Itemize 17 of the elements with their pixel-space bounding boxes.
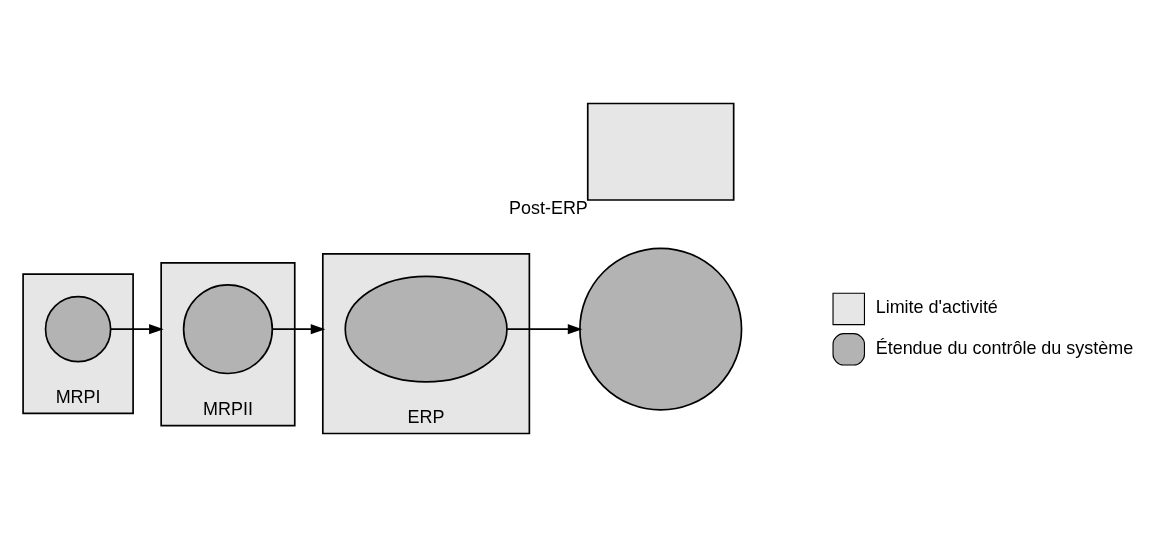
cluster — [322, 253, 531, 435]
node-circle — [182, 283, 274, 375]
cluster — [160, 262, 296, 427]
node-label: Post-ERP — [509, 198, 588, 219]
legend-label: Étendue du contrôle du système — [875, 337, 1134, 358]
node-ellipse — [344, 275, 508, 383]
cluster — [22, 273, 134, 415]
arrow — [271, 324, 326, 335]
node-label: MRPI — [55, 386, 101, 407]
legend-label: Limite d'activité — [875, 297, 998, 318]
arrow — [506, 324, 583, 335]
node-circle — [44, 295, 112, 363]
arrow — [110, 324, 164, 335]
node-circle — [579, 247, 743, 411]
node-label: ERP — [407, 407, 445, 428]
node-label: MRPII — [203, 399, 253, 420]
node-box — [586, 102, 735, 201]
